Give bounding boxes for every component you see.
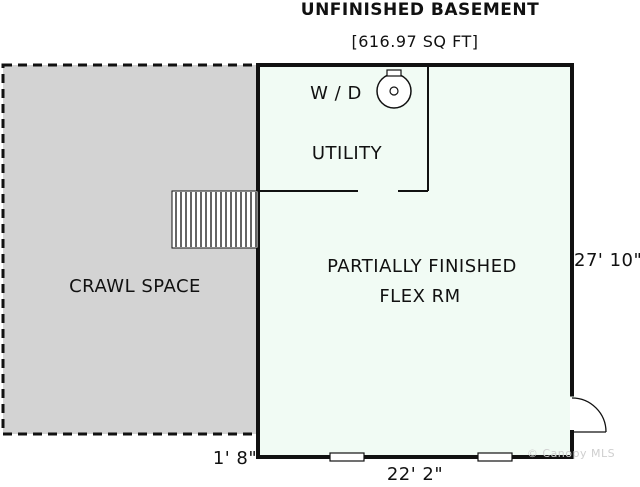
stairs (171, 190, 259, 249)
water-heater-icon (376, 69, 412, 109)
offset-dimension: 1' 8" (212, 448, 258, 469)
area-label: [616.97 SQ FT] (351, 32, 479, 51)
plan-title: UNFINISHED BASEMENT (300, 0, 540, 20)
basement-room (256, 63, 574, 459)
washer-dryer-label: W / D (310, 83, 362, 104)
crawl-space-area (1, 63, 260, 436)
watermark: © Canopy MLS (526, 447, 616, 460)
window-left (329, 452, 365, 462)
crawl-space-label: CRAWL SPACE (69, 276, 201, 297)
width-dimension: 22' 2" (386, 464, 444, 485)
height-dimension: 27' 10" (574, 250, 640, 271)
flex-room-label-line1: PARTIALLY FINISHED (327, 256, 517, 277)
door-swing (568, 396, 607, 433)
flex-room-label-line2: FLEX RM (379, 286, 461, 307)
window-right (477, 452, 513, 462)
utility-walls (258, 67, 429, 192)
utility-label: UTILITY (311, 143, 383, 164)
